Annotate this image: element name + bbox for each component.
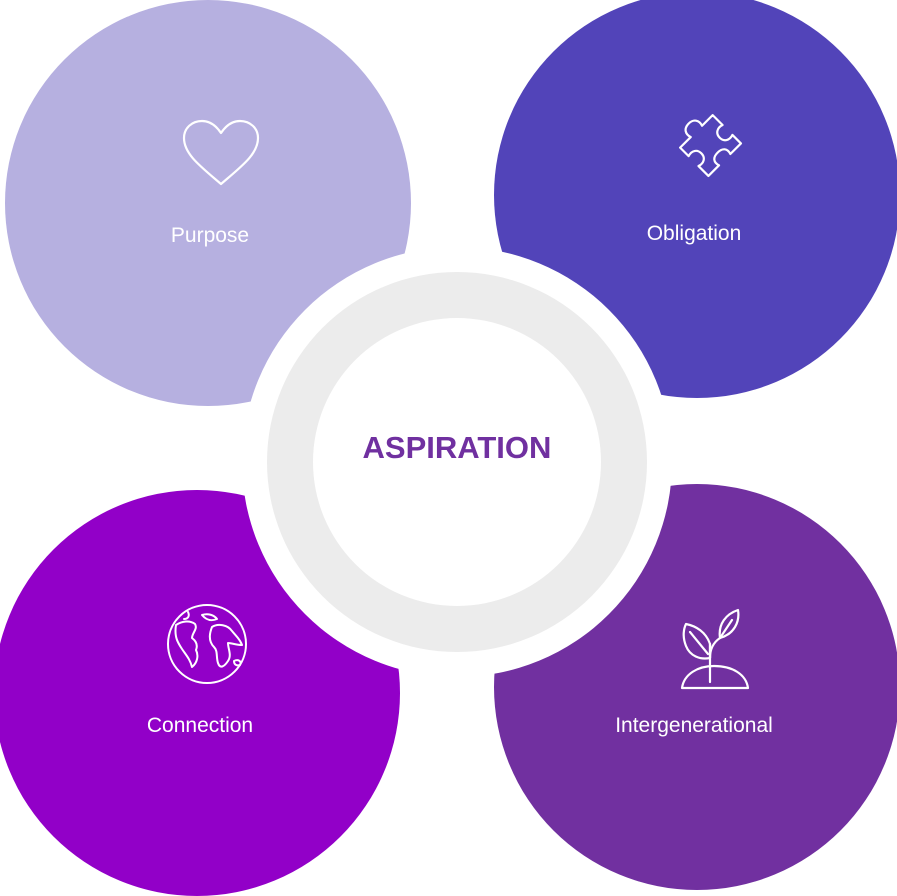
- obligation-label: Obligation: [646, 222, 742, 245]
- globe-icon: [167, 604, 247, 684]
- center-label: ASPIRATION: [362, 430, 552, 465]
- sprout-icon: [680, 608, 750, 690]
- center-core: [313, 318, 601, 606]
- heart-icon: [182, 119, 260, 186]
- connection-label: Connection: [146, 714, 254, 737]
- purpose-label: Purpose: [170, 224, 250, 247]
- intergenerational-label: Intergenerational: [615, 714, 773, 737]
- puzzle-piece-icon: [679, 114, 743, 178]
